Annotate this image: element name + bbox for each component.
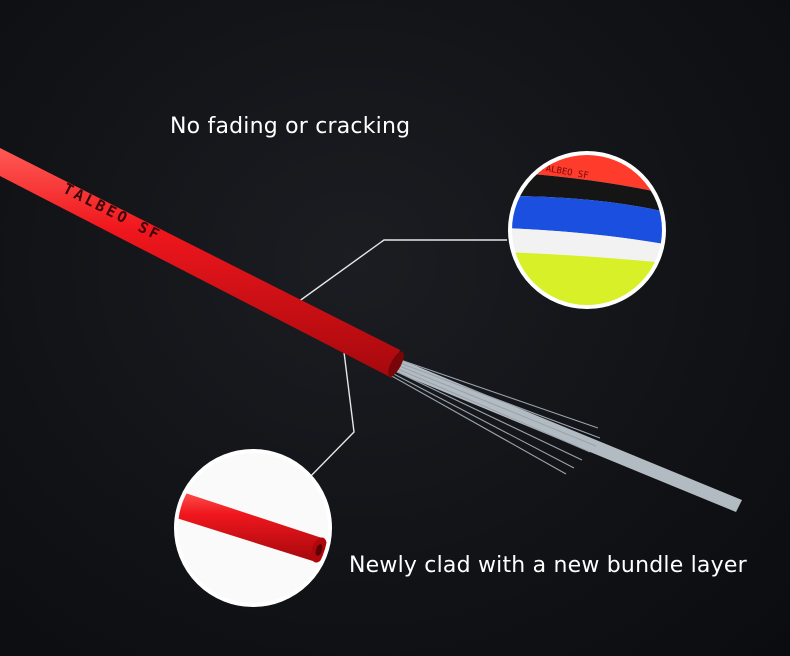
cable-end-inset [174, 449, 332, 607]
swatch-black-cable [510, 172, 664, 214]
steel-strands [389, 356, 601, 475]
caption-new-bundle-layer: Newly clad with a new bundle layer [349, 553, 747, 578]
swatch-white-cable [510, 228, 664, 264]
leader-line-top [297, 239, 507, 303]
cable-colors-inset: TALBEO SF [508, 151, 666, 309]
swatch-yellow-cable [510, 252, 664, 307]
swatch-blue-cable [510, 196, 664, 246]
inner-liner [386, 356, 742, 512]
cable-end-face [388, 351, 404, 377]
leader-line-bottom [304, 335, 355, 483]
red-cable-housing [0, 148, 400, 378]
caption-no-fading: No fading or cracking [170, 114, 411, 139]
